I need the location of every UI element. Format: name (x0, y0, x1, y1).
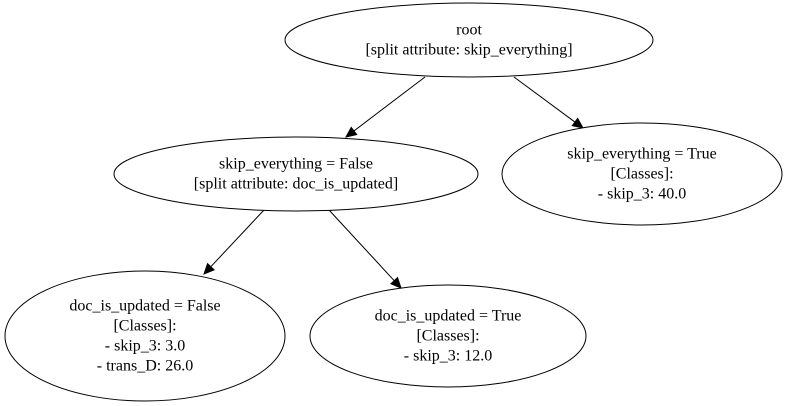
node-ellipse-skip-true (501, 122, 783, 226)
node-doc-false: doc_is_updated = False [Classes]: - skip_3… (4, 270, 286, 402)
edge-skip-false-to-doc-false (210, 209, 265, 268)
node-label-skip-false-line-1: skip_everything = False (219, 156, 373, 173)
node-ellipse-skip-false (113, 136, 479, 212)
node-label-root-line-1: root (456, 22, 482, 39)
node-label-doc-false-line-4: - trans_D: 26.0 (97, 358, 193, 375)
node-label-doc-true-line-1: doc_is_updated = True (375, 308, 522, 325)
node-skip-false: skip_everything = False [split attribute:… (113, 136, 479, 212)
node-label-doc-false-line-2: [Classes]: (113, 318, 176, 335)
arrowhead-skip-false-to-doc-false (203, 262, 216, 275)
arrowhead-skip-false-to-doc-true (390, 276, 402, 289)
edge-root-to-skip-true (513, 76, 576, 123)
node-label-skip-true-line-1: skip_everything = True (567, 146, 716, 163)
node-label-root-line-2: [split attribute: skip_everything] (365, 42, 572, 59)
node-doc-true: doc_is_updated = True [Classes]: - skip_3:… (309, 284, 587, 388)
edges-layer (203, 76, 584, 289)
node-ellipse-root (284, 2, 654, 78)
node-label-skip-true-line-3: - skip_3: 40.0 (598, 186, 686, 203)
edge-skip-false-to-doc-true (328, 209, 395, 281)
arrowhead-root-to-skip-true (571, 117, 584, 129)
node-root: root [split attribute: skip_everything] (284, 2, 654, 78)
edge-root-to-skip-false (353, 76, 426, 132)
arrowhead-root-to-skip-false (345, 126, 358, 138)
node-label-doc-true-line-2: [Classes]: (416, 328, 479, 345)
node-label-doc-true-line-3: - skip_3: 12.0 (404, 348, 492, 365)
nodes-layer: root [split attribute: skip_everything]sk… (4, 2, 783, 402)
node-ellipse-doc-false (4, 270, 286, 402)
node-label-skip-false-line-2: [split attribute: doc_is_updated] (194, 176, 398, 193)
node-label-doc-false-line-3: - skip_3: 3.0 (105, 338, 185, 355)
node-ellipse-doc-true (309, 284, 587, 388)
node-skip-true: skip_everything = True [Classes]: - skip_3… (501, 122, 783, 226)
node-label-skip-true-line-2: [Classes]: (610, 166, 673, 183)
node-label-doc-false-line-1: doc_is_updated = False (69, 298, 220, 315)
